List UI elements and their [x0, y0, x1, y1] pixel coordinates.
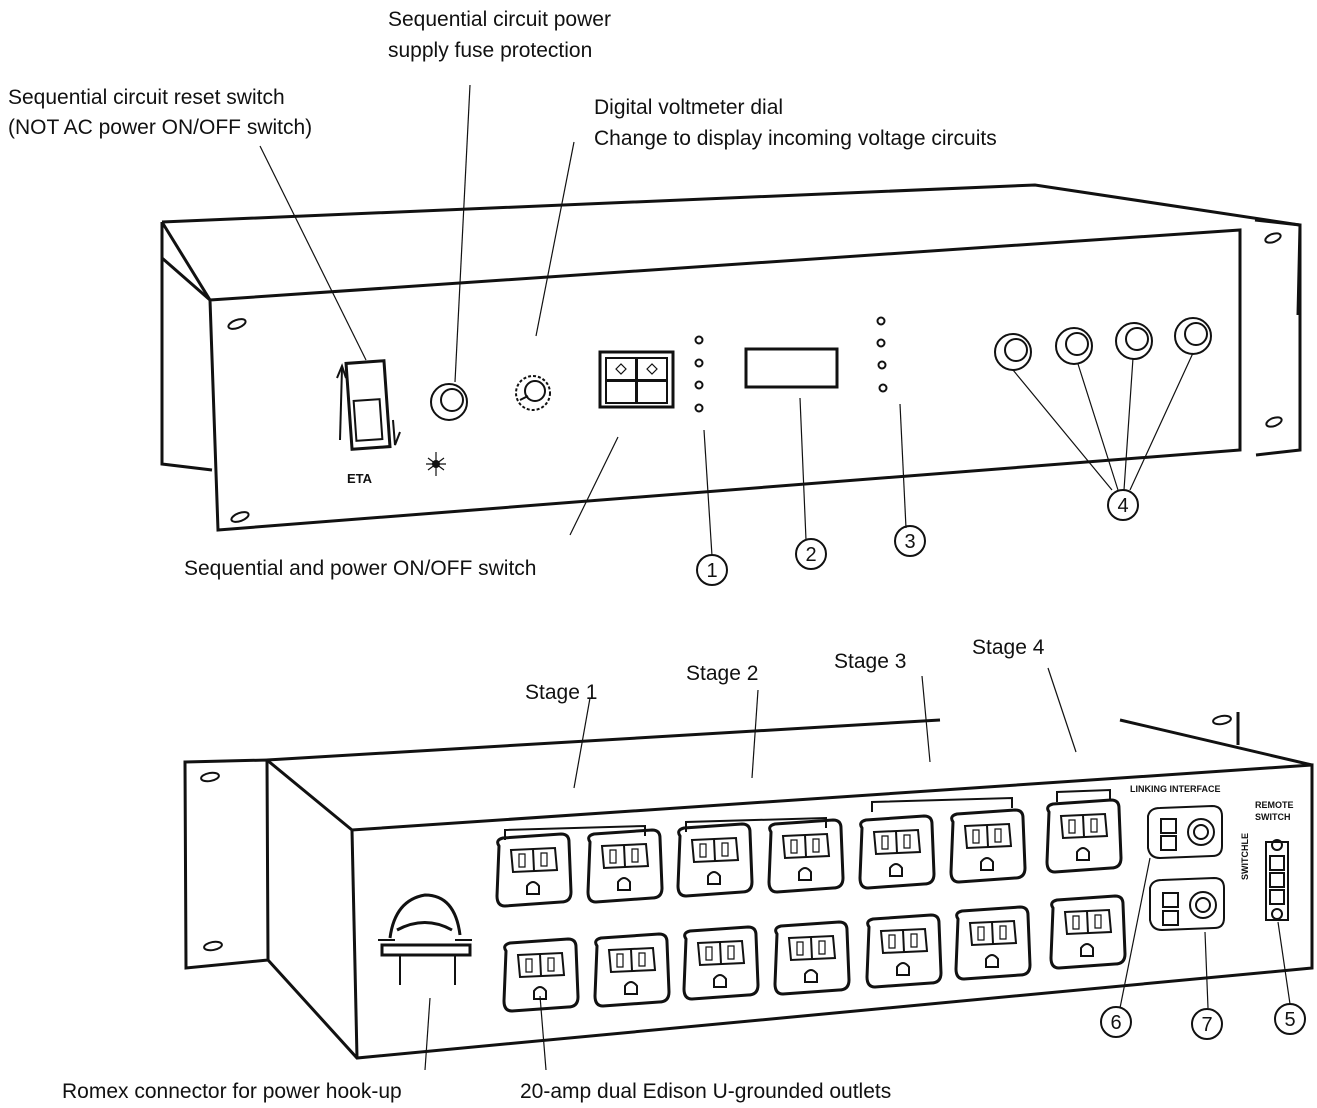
svg-text:SWITCH: SWITCH — [1255, 812, 1291, 822]
power-switch-label: Sequential and power ON/OFF switch — [184, 557, 537, 580]
front-unit: ETA — [8, 8, 1302, 586]
edison-outlet — [495, 832, 573, 908]
stage-4-label: Stage 4 — [972, 636, 1045, 659]
svg-text:4: 4 — [1117, 495, 1128, 517]
stage-4-bracket — [1056, 788, 1111, 802]
voltmeter-dial — [515, 375, 551, 411]
callout-6 — [1100, 1006, 1132, 1038]
edison-outlet — [682, 925, 760, 1001]
stage-3-bracket — [871, 796, 1013, 812]
ear-hole — [1264, 232, 1282, 244]
svg-text:3: 3 — [904, 531, 915, 553]
callout-1 — [696, 554, 728, 586]
svg-text:SWITCHLE: SWITCHLE — [1240, 833, 1250, 880]
panel-hole — [227, 318, 247, 330]
svg-text:7: 7 — [1201, 1014, 1212, 1036]
callout-7 — [1191, 1008, 1223, 1040]
edison-outlet — [676, 822, 754, 898]
fuse-label-2: supply fuse protection — [388, 39, 592, 62]
rear-unit: LINKING INTERFACE REMOTE SWITCH SWITCHLE — [62, 636, 1314, 1103]
svg-text:2: 2 — [805, 544, 816, 566]
fuse-label-1: Sequential circuit power — [388, 8, 611, 31]
stage-3-label: Stage 3 — [834, 650, 906, 673]
edison-outlet — [858, 814, 936, 890]
callout-4 — [1107, 489, 1139, 521]
romex-label: Romex connector for power hook-up — [62, 1080, 402, 1103]
led-column-3 — [876, 316, 888, 393]
outlet-grid — [495, 798, 1127, 1013]
edison-outlet — [593, 932, 671, 1008]
romex-connector — [378, 893, 472, 985]
logo-text: ETA — [347, 471, 373, 486]
circuit-breaker — [1174, 317, 1212, 355]
svg-text:1: 1 — [706, 560, 717, 582]
stage-2-label: Stage 2 — [686, 662, 758, 685]
digital-display — [744, 347, 839, 389]
front-unit-side — [160, 222, 213, 472]
edison-outlet — [586, 828, 664, 904]
callout-2 — [795, 538, 827, 570]
reset-switch-label-1: Sequential circuit reset switch — [8, 86, 285, 109]
led-column-1 — [694, 335, 704, 413]
power-on-off-switch — [598, 350, 675, 409]
panel-hole — [230, 511, 250, 523]
reset-switch: ETA — [336, 359, 401, 486]
edison-outlet — [1045, 798, 1123, 874]
svg-text:REMOTE: REMOTE — [1255, 800, 1294, 810]
svg-text:6: 6 — [1110, 1012, 1121, 1034]
edison-outlet — [865, 913, 943, 989]
edison-outlet — [767, 818, 845, 894]
outlets-label: 20-amp dual Edison U-grounded outlets — [520, 1080, 891, 1103]
edison-outlet — [502, 937, 580, 1013]
edison-outlet — [954, 905, 1032, 981]
circuit-breaker — [1055, 327, 1093, 365]
voltmeter-label-1: Digital voltmeter dial — [594, 96, 783, 119]
rear-rack-ear — [183, 758, 270, 970]
linking-interface: LINKING INTERFACE — [1130, 784, 1225, 932]
edison-outlet — [773, 920, 851, 996]
stage-1-label: Stage 1 — [525, 681, 597, 704]
reset-switch-label-2: (NOT AC power ON/OFF switch) — [8, 116, 312, 139]
svg-text:5: 5 — [1284, 1009, 1295, 1031]
svg-text:LINKING INTERFACE: LINKING INTERFACE — [1130, 784, 1221, 794]
voltmeter-label-2: Change to display incoming voltage circu… — [594, 127, 997, 150]
fuse-holder — [430, 383, 468, 421]
front-face — [208, 228, 1242, 532]
rear-body — [266, 758, 1314, 1060]
callout-3 — [894, 525, 926, 557]
remote-switch-terminal: REMOTE SWITCH SWITCHLE — [1240, 800, 1294, 921]
edison-outlet — [1049, 894, 1127, 970]
callout-5 — [1274, 1003, 1306, 1035]
led-indicator — [426, 452, 446, 476]
circuit-breaker — [1115, 322, 1153, 360]
ear-hole — [1265, 416, 1283, 428]
circuit-breaker — [994, 333, 1032, 371]
edison-outlet — [949, 808, 1027, 884]
front-unit-top — [161, 183, 1302, 316]
